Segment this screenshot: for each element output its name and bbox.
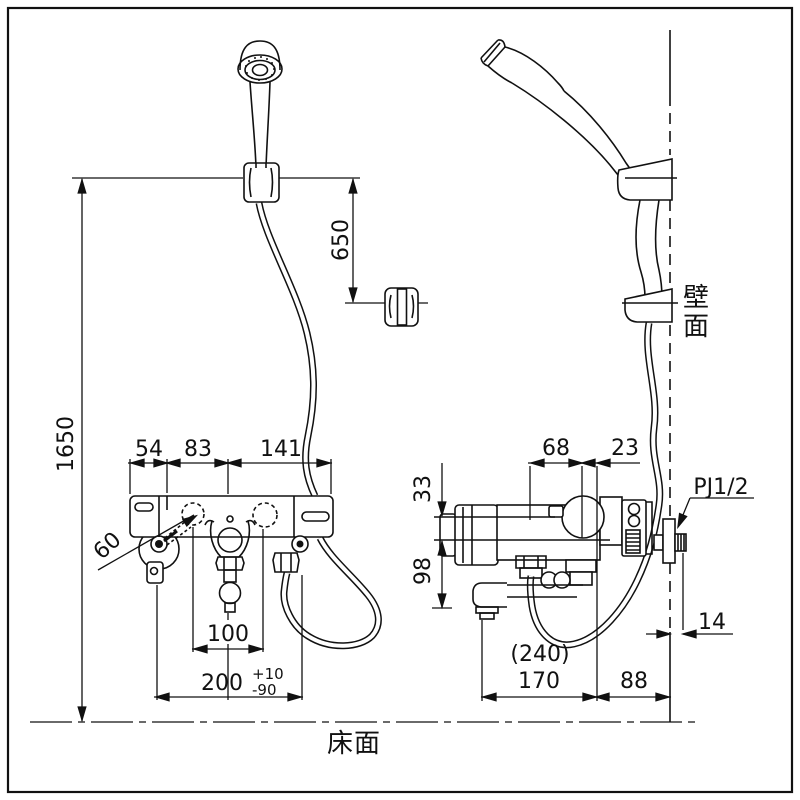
port-centerlines <box>434 516 610 541</box>
dim-spout-drop: 98 <box>411 557 436 585</box>
leader-pj <box>677 497 754 528</box>
thread-spec-label: PJ1/2 <box>693 475 748 500</box>
dimensions <box>30 177 754 723</box>
shower-hanger-side <box>616 158 678 323</box>
dim-valve-angle: 60 <box>89 528 127 565</box>
hose-elbow-side <box>515 555 547 569</box>
hand-shower-side <box>480 39 632 176</box>
dim-handle-to-mount: 23 <box>611 436 639 461</box>
hose-nut-front <box>272 552 300 573</box>
temp-handle-side <box>454 504 499 566</box>
wall-pipe-hole-left <box>181 502 205 526</box>
wall-pipe-hole-right <box>252 502 278 528</box>
dim-mount-to-wall: 88 <box>620 669 648 694</box>
dim-spout-reach-ref: (240) <box>510 642 569 667</box>
spout-nut <box>215 556 245 571</box>
faucet-side <box>439 495 687 620</box>
shower-hose-front <box>255 202 382 650</box>
side-view <box>434 30 687 722</box>
dim-pipe-pitch: 200 <box>201 671 243 696</box>
dim-pipe-pitch-tol-upper: +10 <box>252 665 284 683</box>
right-handle-slot <box>301 511 330 522</box>
dim-outlet-spacing: 100 <box>207 622 249 647</box>
spout-head-side <box>472 582 507 608</box>
dim-width-mid: 83 <box>184 437 212 462</box>
dimension-labels: 1650 650 54 83 141 60 100 200 +10 -90 68… <box>54 219 749 699</box>
dim-pipe-pitch-tol-lower: -90 <box>252 681 277 699</box>
dim-wall-protrusion: 14 <box>698 610 726 635</box>
left-handle-slot <box>134 502 154 512</box>
dim-hanger-to-hook: 650 <box>329 219 354 261</box>
spout-arm <box>507 584 583 598</box>
wall-surface-label: 壁面 <box>683 283 711 342</box>
front-view <box>129 40 382 650</box>
floor-surface-label: 床面 <box>327 729 382 759</box>
dim-spout-reach: 170 <box>518 669 560 694</box>
dim-width-left: 54 <box>135 437 163 462</box>
dim-face-to-handle: 68 <box>542 436 570 461</box>
dim-width-right: 141 <box>260 437 302 462</box>
flow-handle-side <box>561 495 605 539</box>
wall-flange <box>662 518 676 564</box>
drawing-border <box>6 6 794 794</box>
dim-overall-height: 1650 <box>54 416 79 472</box>
hose-hook-front <box>384 287 419 327</box>
hand-shower-front <box>237 40 283 168</box>
shower-hose-side <box>526 322 664 649</box>
leader-60 <box>97 514 195 571</box>
faucet-front <box>129 495 334 613</box>
spray-holes <box>245 56 275 81</box>
dim-shower-port-offset: 33 <box>411 475 436 503</box>
hose-hook-side <box>624 288 673 323</box>
shower-hanger-front <box>243 162 280 203</box>
arrowheads <box>77 179 697 721</box>
spout-ball-joint <box>218 581 242 605</box>
